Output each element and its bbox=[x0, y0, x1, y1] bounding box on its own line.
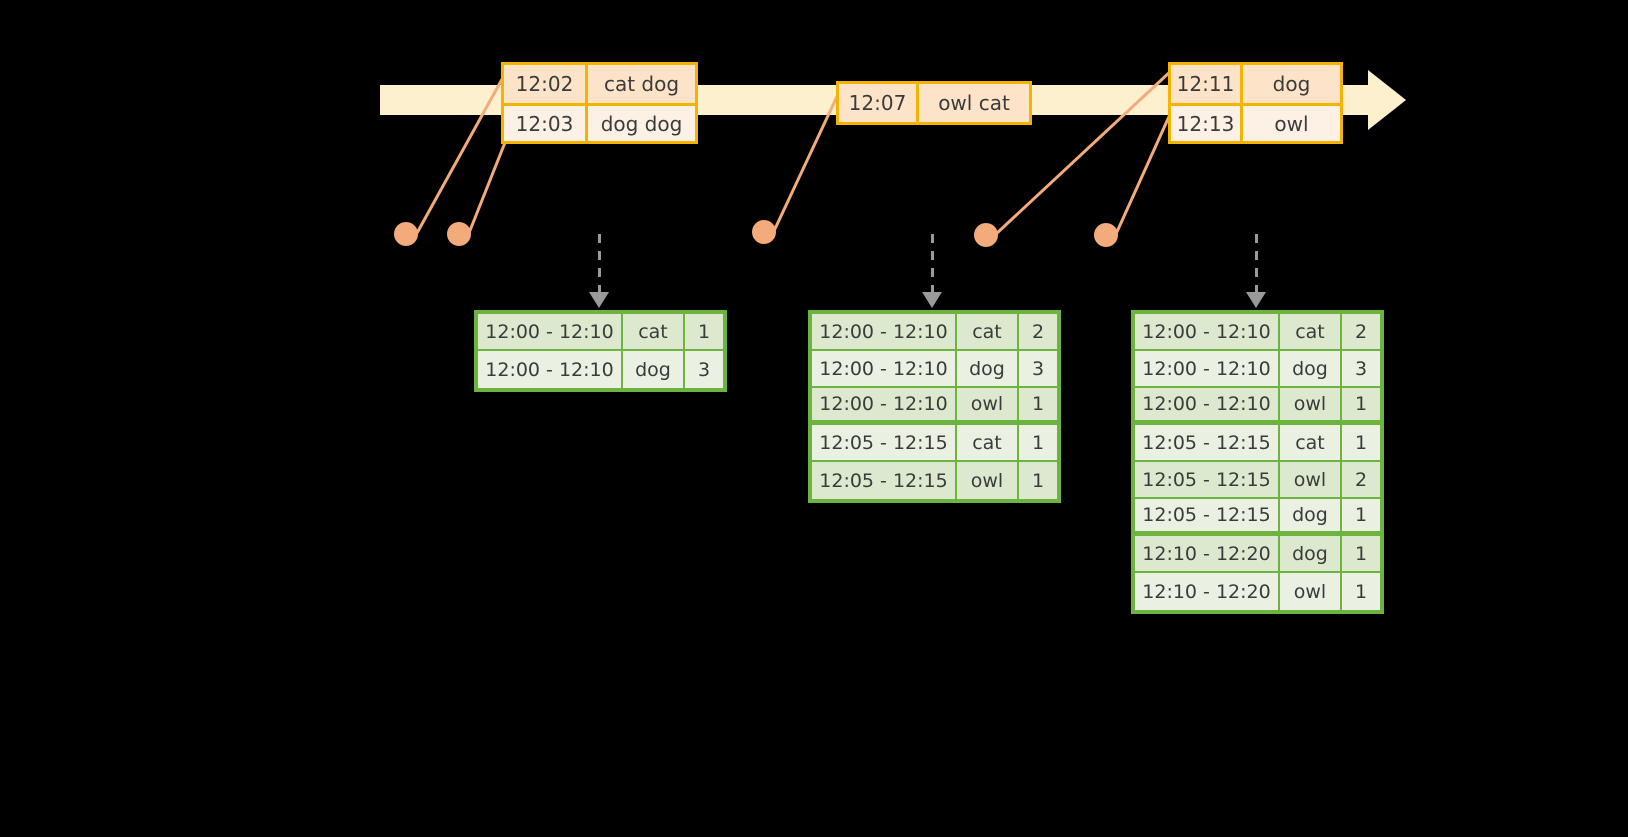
count-cell: 1 bbox=[685, 314, 723, 351]
window-cell: 12:00 - 12:10 bbox=[478, 314, 623, 351]
window-cell: 12:05 - 12:15 bbox=[1135, 462, 1280, 499]
event-box-1: 12:02 cat dog 12:03 dog dog bbox=[501, 62, 698, 144]
table-row: 12:05 - 12:15 cat 1 bbox=[1135, 425, 1380, 462]
window-cell: 12:00 - 12:10 bbox=[478, 351, 623, 388]
window-cell: 12:00 - 12:10 bbox=[812, 314, 957, 351]
result-table-2: 12:00 - 12:10 cat 2 12:00 - 12:10 dog 3 … bbox=[808, 310, 1061, 503]
window-cell: 12:05 - 12:15 bbox=[1135, 425, 1280, 462]
table-row: 12:10 - 12:20 owl 1 bbox=[1135, 573, 1380, 610]
result-table-3: 12:00 - 12:10 cat 2 12:00 - 12:10 dog 3 … bbox=[1131, 310, 1384, 614]
table-row: 12:05 - 12:15 cat 1 bbox=[812, 425, 1057, 462]
count-cell: 2 bbox=[1342, 462, 1380, 499]
event-time: 12:11 bbox=[1171, 65, 1243, 103]
event-dot-1 bbox=[394, 222, 418, 246]
count-cell: 1 bbox=[1342, 536, 1380, 573]
event-words: dog bbox=[1243, 65, 1340, 103]
key-cell: owl bbox=[1280, 388, 1342, 425]
dashed-arrow-2-shaft bbox=[931, 234, 934, 294]
event-time: 12:07 bbox=[839, 84, 919, 122]
key-cell: owl bbox=[1280, 573, 1342, 610]
count-cell: 3 bbox=[685, 351, 723, 388]
table-row: 12:00 - 12:10 dog 3 bbox=[812, 351, 1057, 388]
count-cell: 1 bbox=[1019, 425, 1057, 462]
table-row: 12:05 - 12:15 dog 1 bbox=[1135, 499, 1380, 536]
window-cell: 12:05 - 12:15 bbox=[812, 462, 957, 499]
table-row: 12:00 - 12:10 owl 1 bbox=[812, 388, 1057, 425]
event-words: cat dog bbox=[588, 65, 695, 103]
key-cell: cat bbox=[957, 425, 1019, 462]
key-cell: owl bbox=[1280, 462, 1342, 499]
event-box-2: 12:07 owl cat bbox=[836, 81, 1032, 125]
result-table-1: 12:00 - 12:10 cat 1 12:00 - 12:10 dog 3 bbox=[474, 310, 727, 392]
event-words: owl bbox=[1243, 106, 1340, 141]
count-cell: 1 bbox=[1019, 462, 1057, 499]
table-row: 12:05 - 12:15 owl 1 bbox=[812, 462, 1057, 499]
window-cell: 12:00 - 12:10 bbox=[1135, 351, 1280, 388]
event-dot-4 bbox=[974, 223, 998, 247]
count-cell: 1 bbox=[1342, 425, 1380, 462]
event-time: 12:03 bbox=[504, 106, 588, 141]
key-cell: cat bbox=[957, 314, 1019, 351]
window-cell: 12:00 - 12:10 bbox=[812, 388, 957, 425]
count-cell: 2 bbox=[1019, 314, 1057, 351]
dashed-arrow-3-shaft bbox=[1255, 234, 1258, 294]
key-cell: cat bbox=[1280, 425, 1342, 462]
count-cell: 3 bbox=[1342, 351, 1380, 388]
window-cell: 12:05 - 12:15 bbox=[1135, 499, 1280, 536]
event-row: 12:13 owl bbox=[1171, 103, 1340, 141]
table-row: 12:00 - 12:10 dog 3 bbox=[478, 351, 723, 388]
count-cell: 1 bbox=[1342, 388, 1380, 425]
event-dot-2 bbox=[447, 222, 471, 246]
count-cell: 1 bbox=[1019, 388, 1057, 425]
table-row: 12:00 - 12:10 cat 2 bbox=[812, 314, 1057, 351]
key-cell: dog bbox=[957, 351, 1019, 388]
window-cell: 12:10 - 12:20 bbox=[1135, 573, 1280, 610]
event-words: owl cat bbox=[919, 84, 1029, 122]
table-row: 12:00 - 12:10 cat 2 bbox=[1135, 314, 1380, 351]
event-row: 12:07 owl cat bbox=[839, 84, 1029, 122]
event-time: 12:02 bbox=[504, 65, 588, 103]
event-row: 12:02 cat dog bbox=[504, 65, 695, 103]
event-box-3: 12:11 dog 12:13 owl bbox=[1168, 62, 1343, 144]
window-cell: 12:00 - 12:10 bbox=[812, 351, 957, 388]
key-cell: cat bbox=[1280, 314, 1342, 351]
window-cell: 12:10 - 12:20 bbox=[1135, 536, 1280, 573]
table-row: 12:05 - 12:15 owl 2 bbox=[1135, 462, 1380, 499]
event-row: 12:03 dog dog bbox=[504, 103, 695, 141]
count-cell: 3 bbox=[1019, 351, 1057, 388]
window-cell: 12:00 - 12:10 bbox=[1135, 388, 1280, 425]
window-cell: 12:05 - 12:15 bbox=[812, 425, 957, 462]
table-row: 12:00 - 12:10 owl 1 bbox=[1135, 388, 1380, 425]
table-row: 12:10 - 12:20 dog 1 bbox=[1135, 536, 1380, 573]
count-cell: 2 bbox=[1342, 314, 1380, 351]
key-cell: owl bbox=[957, 462, 1019, 499]
count-cell: 1 bbox=[1342, 499, 1380, 536]
dashed-arrow-3-head bbox=[1246, 292, 1266, 308]
timeline-arrow-head bbox=[1368, 70, 1406, 130]
key-cell: owl bbox=[957, 388, 1019, 425]
event-time: 12:13 bbox=[1171, 106, 1243, 141]
table-row: 12:00 - 12:10 cat 1 bbox=[478, 314, 723, 351]
event-dot-3 bbox=[752, 220, 776, 244]
key-cell: dog bbox=[1280, 499, 1342, 536]
window-cell: 12:00 - 12:10 bbox=[1135, 314, 1280, 351]
event-dot-5 bbox=[1094, 223, 1118, 247]
key-cell: dog bbox=[623, 351, 685, 388]
dashed-arrow-1-shaft bbox=[598, 234, 601, 294]
dashed-arrow-1-head bbox=[589, 292, 609, 308]
table-row: 12:00 - 12:10 dog 3 bbox=[1135, 351, 1380, 388]
count-cell: 1 bbox=[1342, 573, 1380, 610]
event-words: dog dog bbox=[588, 106, 695, 141]
key-cell: dog bbox=[1280, 351, 1342, 388]
key-cell: cat bbox=[623, 314, 685, 351]
key-cell: dog bbox=[1280, 536, 1342, 573]
dashed-arrow-2-head bbox=[922, 292, 942, 308]
event-row: 12:11 dog bbox=[1171, 65, 1340, 103]
